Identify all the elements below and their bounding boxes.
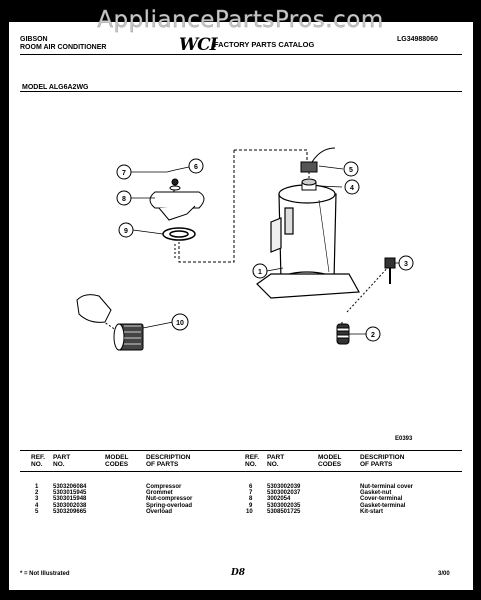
callout-4: 4	[344, 179, 360, 195]
svg-text:8: 8	[122, 196, 126, 203]
table-header-rule	[20, 471, 462, 472]
leader-line	[178, 150, 235, 263]
ref-no: 10	[246, 508, 253, 515]
description: Cover-terminal	[360, 496, 403, 503]
catalog-title: FACTORY PARTS CATALOG	[214, 40, 315, 49]
callout-1: 1	[252, 263, 268, 279]
table-row: 3 5303015948 Nut-compressor	[31, 496, 192, 502]
gasket-terminal	[162, 227, 196, 241]
part-no: 5303002039	[267, 484, 301, 490]
callout-3: 3	[398, 255, 414, 271]
svg-text:2: 2	[371, 332, 375, 339]
ref-no: 3	[35, 496, 39, 503]
part-no: 3002054	[267, 496, 291, 503]
callout-6: 6	[188, 158, 204, 174]
part-no: 5303015945	[53, 490, 87, 497]
wci-logo: WCI	[179, 35, 218, 55]
svg-text:7: 7	[122, 170, 126, 177]
ref-no: 6	[249, 484, 253, 490]
part-no: 5303002035	[267, 502, 301, 509]
figure-code: E0393	[395, 436, 413, 442]
description: Compressor	[146, 484, 182, 490]
exploded-parts-diagram: 1 2 3 4 5 6 7 8 9 10	[76, 147, 414, 351]
description: Gasket-terminal	[360, 502, 406, 509]
description: Kit-start	[360, 508, 384, 515]
revision-date: 3/00	[438, 571, 450, 577]
ref-no: 7	[249, 490, 253, 497]
table-row: 2 5303015945 Grommet	[31, 490, 192, 496]
part-no: 5303209665	[53, 508, 87, 515]
svg-text:4: 4	[350, 185, 354, 192]
page-number: D8	[231, 568, 246, 578]
description: Grommet	[146, 490, 173, 497]
ref-no: 9	[249, 502, 253, 509]
brand-name: GIBSON	[20, 36, 48, 43]
description: Nut-compressor	[146, 496, 193, 503]
start-kit	[76, 294, 144, 351]
part-no: 5303002037	[267, 490, 301, 497]
description: Spring-overload	[146, 502, 193, 509]
table-top-rule	[20, 450, 462, 451]
svg-text:1: 1	[258, 269, 262, 276]
callout-10: 10	[171, 313, 189, 331]
table-row: 6 5303002039 Nut-terminal cover	[245, 484, 413, 490]
ref-no: 8	[249, 496, 253, 503]
callout-8: 8	[116, 190, 132, 206]
ref-no: 4	[35, 502, 39, 509]
parts-table-left: 1 5303206084 Compressor 2 5303015945 Grommet…	[31, 484, 192, 515]
part-no: 5303206084	[53, 484, 87, 490]
description: Overload	[146, 508, 173, 515]
doc-number: LG34988060	[397, 36, 438, 43]
table-row: 9 5303002035 Gasket-terminal	[245, 503, 413, 509]
footnote: * = Not Illustrated	[20, 571, 70, 577]
svg-text:5: 5	[349, 167, 353, 174]
description: Nut-terminal cover	[360, 484, 414, 490]
header-rule	[20, 54, 462, 55]
callout-5: 5	[343, 161, 359, 177]
part-no: 5303002038	[53, 502, 87, 509]
header-ref-no: REF.NO.	[245, 454, 260, 468]
compressor	[256, 184, 360, 299]
table-row: 4 5303002038 Spring-overload	[31, 503, 192, 509]
table-row: 1 5303206084 Compressor	[31, 484, 192, 490]
grommet	[336, 323, 350, 345]
svg-text:6: 6	[194, 164, 198, 171]
part-no: 5308501725	[267, 508, 301, 515]
description: Gasket-nut	[360, 490, 392, 497]
callout-7: 7	[116, 164, 132, 180]
callout-markers: 1 2 3 4 5 6 7 8 9 10	[116, 158, 414, 342]
ref-no: 2	[35, 490, 39, 497]
compressor-nut	[384, 257, 396, 284]
svg-text:10: 10	[176, 320, 184, 327]
product-type: ROOM AIR CONDITIONER	[20, 44, 107, 51]
terminal-cover	[300, 147, 336, 191]
model-rule	[20, 91, 462, 92]
table-row: 7 5303002037 Gasket-nut	[245, 490, 413, 496]
svg-text:3: 3	[404, 261, 408, 268]
table-row: 8 3002054 Cover-terminal	[245, 496, 413, 502]
table-row: 10 5308501725 Kit-start	[245, 509, 413, 515]
callout-9: 9	[118, 222, 134, 238]
svg-text:9: 9	[124, 228, 128, 235]
ref-no: 1	[35, 484, 39, 490]
part-no: 5303015948	[53, 496, 87, 503]
ref-no: 5	[35, 508, 39, 515]
callout-2: 2	[365, 326, 381, 342]
model-line: MODEL ALG6A2WG	[22, 84, 89, 91]
parts-table-right: 6 5303002039 Nut-terminal cover 7 530300203…	[245, 484, 413, 515]
table-row: 5 5303209665 Overload	[31, 509, 192, 515]
overload	[149, 178, 205, 221]
leader-line	[234, 149, 308, 162]
watermark: AppliancePartsPros.com	[97, 7, 384, 33]
parts-catalog-page: GIBSON ROOM AIR CONDITIONER WCI FACTORY …	[9, 22, 473, 590]
header-ref-no: REF.NO.	[31, 454, 46, 468]
